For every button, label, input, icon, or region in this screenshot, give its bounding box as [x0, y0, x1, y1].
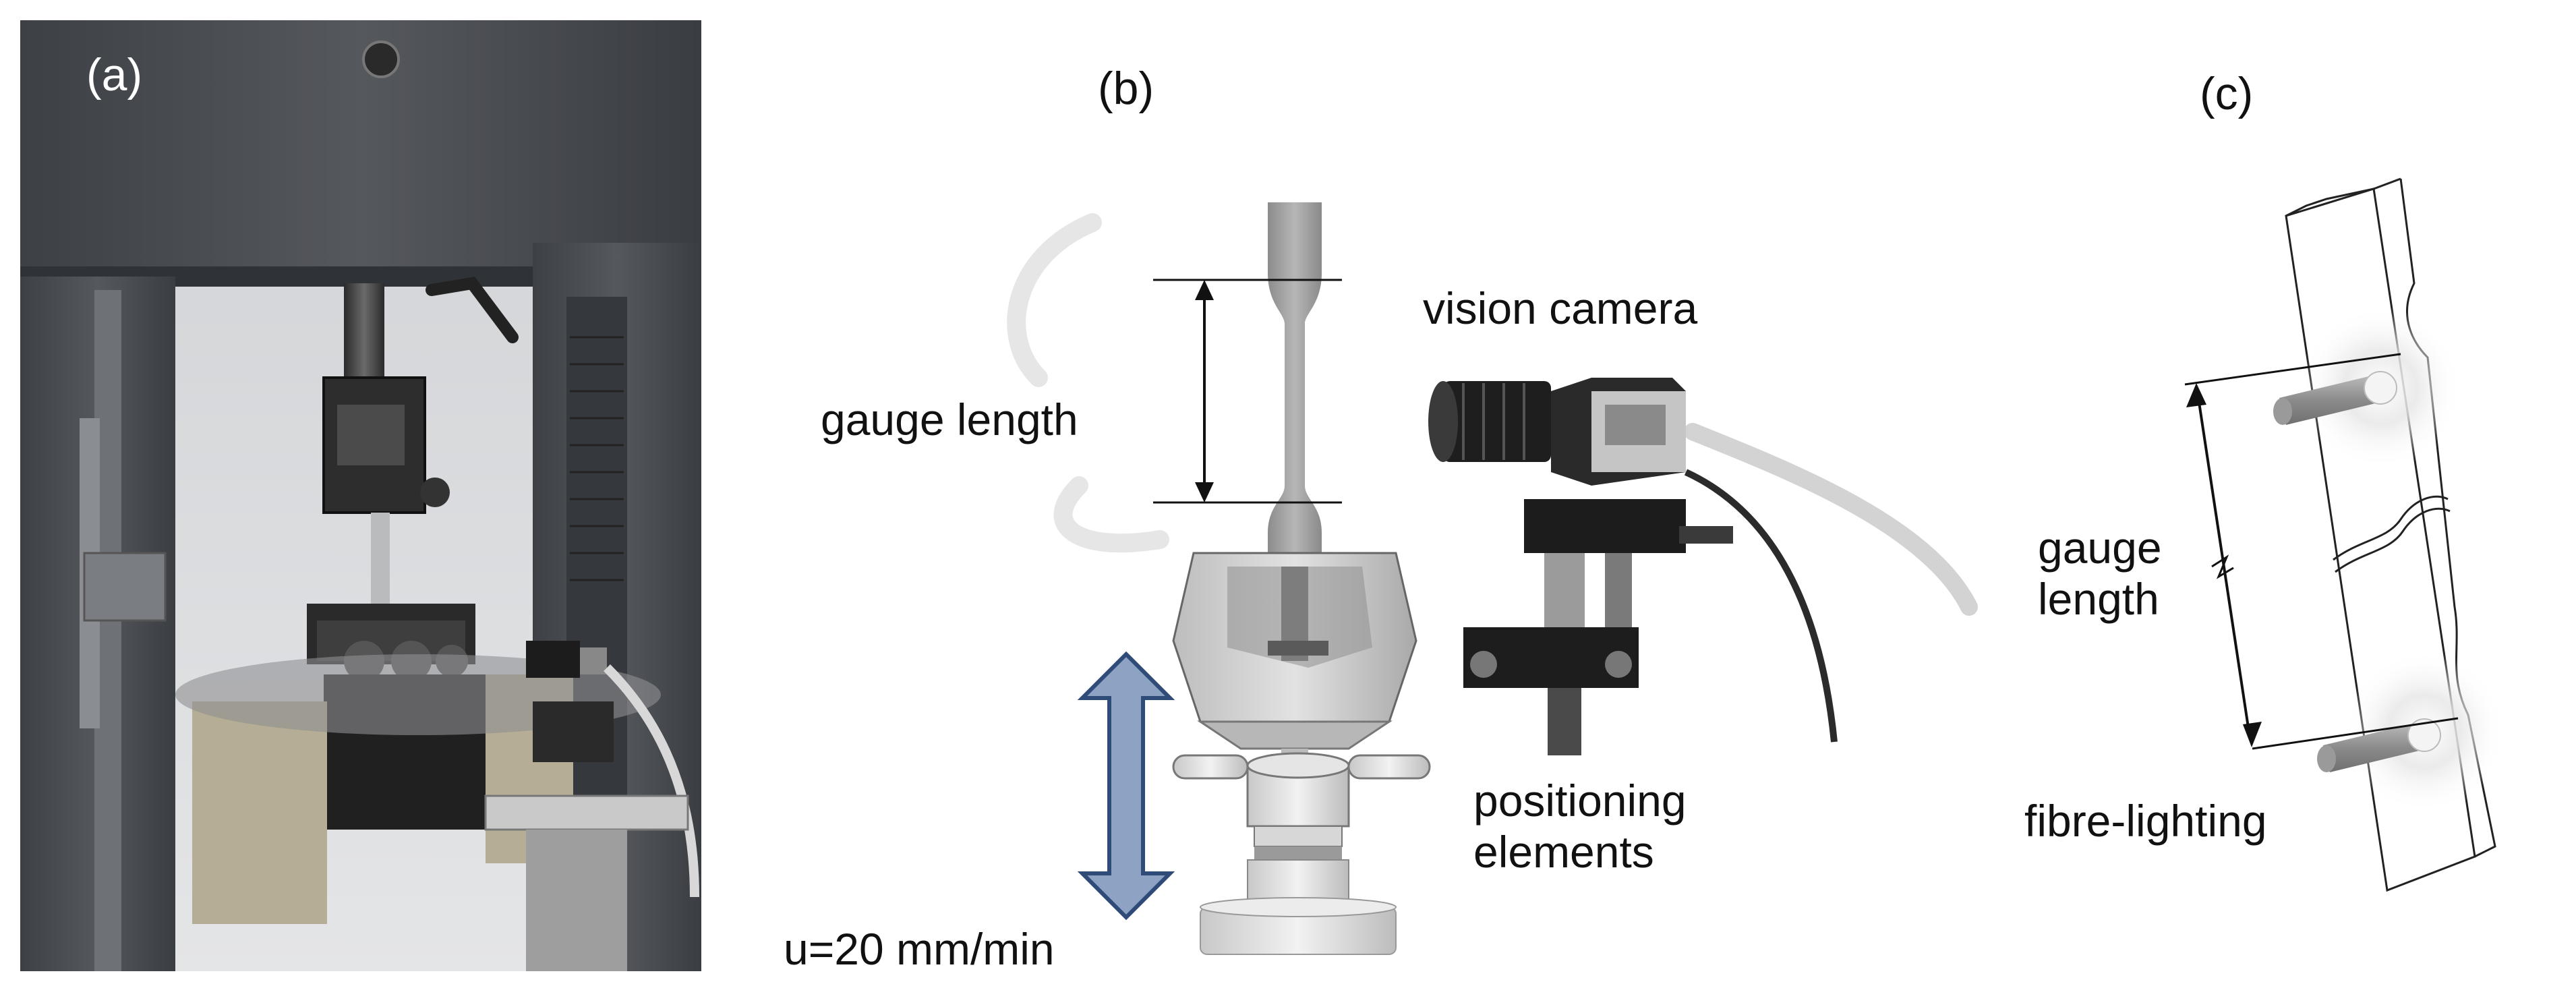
speed-label: u=20 mm/min — [784, 924, 1055, 974]
fibre-lighting-lower — [2317, 718, 2441, 772]
specimen-schematic — [2184, 177, 2505, 892]
testing-machine-photo — [20, 20, 701, 971]
setup-render — [1007, 202, 1978, 955]
panel-b-label: (b) — [1098, 63, 1154, 114]
positioning-elements-label: positioning elements — [1473, 776, 1687, 878]
panel-b-setup: (b) gauge length vision camera positioni… — [715, 0, 1983, 982]
gauge-length-label: gauge length — [821, 395, 1078, 444]
positioning-elements — [1463, 499, 1733, 755]
panel-c-label: (c) — [2200, 68, 2254, 119]
gauge-line-2: length — [2038, 573, 2159, 624]
logo-emblem — [362, 40, 400, 78]
panel-a-label: (a) — [86, 49, 143, 100]
panel-a-photo: (a) — [0, 0, 715, 982]
movement-arrow — [1077, 651, 1175, 921]
vision-camera — [1428, 378, 1686, 486]
positioning-line-2: elements — [1473, 826, 1654, 877]
gauge-length-label-c: gauge length — [2038, 523, 2162, 625]
panel-c-schematic: (c) gauge length fibre-lighting — [1983, 0, 2576, 982]
gauge-line-1: gauge — [2038, 523, 2162, 573]
fibre-lighting-upper — [2273, 371, 2397, 425]
vision-camera-label: vision camera — [1423, 283, 1698, 333]
specimen — [1268, 202, 1322, 560]
positioning-line-1: positioning — [1473, 776, 1687, 826]
fibre-lighting-label: fibre-lighting — [2024, 796, 2267, 846]
